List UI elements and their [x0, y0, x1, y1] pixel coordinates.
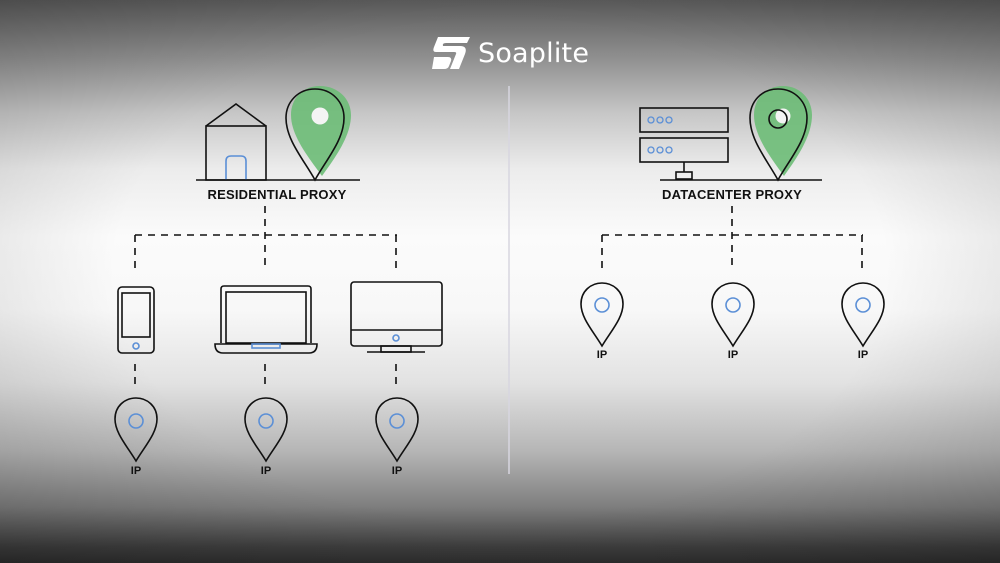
house-icon	[205, 103, 267, 181]
ip-pin-icon	[375, 397, 419, 463]
server-rack-icon	[639, 107, 729, 180]
connector-lines-right	[601, 206, 863, 270]
ip-label: IP	[260, 465, 272, 477]
desktop-monitor-icon	[350, 281, 443, 353]
location-pin-icon	[749, 86, 812, 182]
datacenter-proxy-title: DATACENTER PROXY	[662, 187, 802, 202]
ip-label: IP	[596, 349, 608, 361]
ip-pin-icon	[711, 282, 755, 348]
ip-pin-icon	[244, 397, 288, 463]
ip-label: IP	[857, 349, 869, 361]
ip-label: IP	[391, 465, 403, 477]
ip-label: IP	[727, 349, 739, 361]
residential-proxy-title: RESIDENTIAL PROXY	[207, 187, 347, 202]
ip-pin-icon	[580, 282, 624, 348]
smartphone-icon	[117, 286, 155, 354]
laptop-icon	[214, 285, 318, 354]
ip-pin-icon	[114, 397, 158, 463]
ip-label: IP	[130, 465, 142, 477]
brand-name: Soaplite	[478, 37, 590, 69]
location-pin-icon	[285, 86, 351, 182]
connector-lines-left	[134, 206, 397, 390]
brand-logo: Soaplite	[432, 35, 589, 71]
ip-pin-icon	[841, 282, 885, 348]
soaplite-s7-logo-icon	[432, 37, 470, 69]
